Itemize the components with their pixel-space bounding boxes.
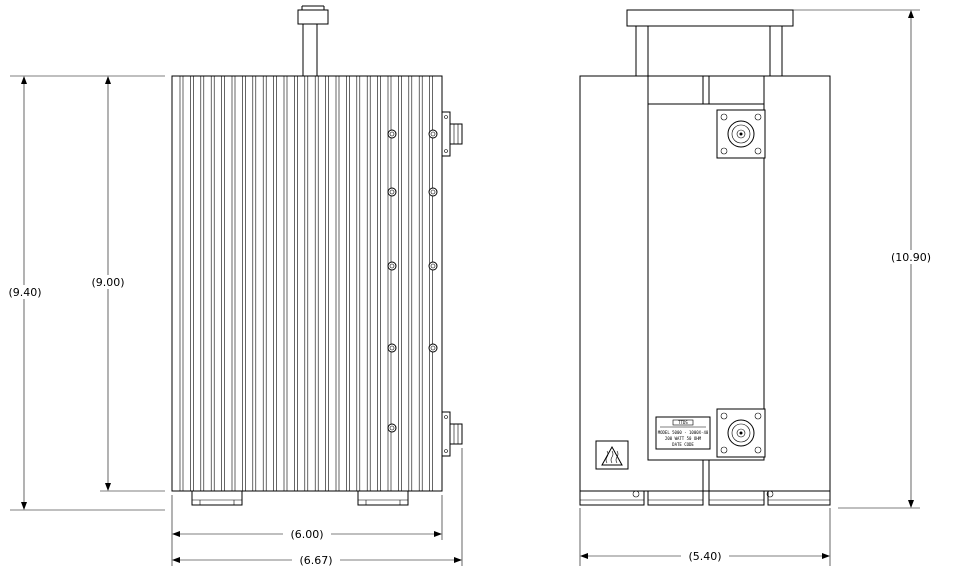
screw (387, 423, 397, 433)
dim-label-5-40: (5.40) (688, 550, 721, 563)
screw-inner (389, 131, 395, 137)
screw-inner (389, 425, 395, 431)
dim-side-width-overall: (6.67) (172, 448, 463, 567)
dim-label-9-40: (9.40) (8, 286, 41, 299)
front-view: TTDS MODEL 5000 - 1000X-40 200 WATT 50 O… (579, 9, 937, 566)
cooling-fins (179, 76, 433, 491)
side-screws (387, 129, 438, 433)
front-connector-top (716, 109, 766, 159)
screw (428, 261, 438, 271)
screw-inner (389, 345, 395, 351)
side-handle-stem (302, 23, 318, 77)
side-connector-top (441, 111, 463, 157)
dim-label-9-00: (9.00) (91, 276, 124, 289)
screw-inner (430, 189, 436, 195)
side-top-handle (297, 9, 329, 25)
front-center-panel (647, 103, 765, 461)
dim-side-width-body: (6.00) (171, 495, 443, 566)
side-view: (9.40) (9.00) (6.00) ( (4, 5, 463, 567)
dim-side-height-overall: (9.40) (4, 75, 165, 511)
screw (387, 129, 397, 139)
dim-front-height: (10.90) (793, 9, 937, 509)
dim-side-height-body: (9.00) (84, 76, 165, 492)
label-plate-line3: DATE CODE (672, 442, 694, 447)
hot-surface-warning-icon (595, 440, 629, 470)
dim-front-width: (5.40) (579, 508, 831, 566)
label-plate-line1: MODEL 5000 - 1000X-40 (658, 430, 709, 435)
dim-label-10-90: (10.90) (891, 251, 931, 264)
screw (387, 261, 397, 271)
screw-inner (389, 263, 395, 269)
front-top-handle (626, 9, 794, 27)
side-feet (191, 490, 409, 506)
screw (428, 343, 438, 353)
screw-inner (430, 263, 436, 269)
screw-inner (430, 345, 436, 351)
screw (387, 187, 397, 197)
side-connector-bottom (441, 411, 463, 457)
screw (428, 187, 438, 197)
front-connector-bottom (716, 408, 766, 458)
screw-inner (430, 131, 436, 137)
label-plate-logo: TTDS (678, 420, 688, 425)
front-feet (579, 490, 831, 506)
label-plate-line2: 200 WATT 50 OHM (665, 436, 702, 441)
dim-label-6-00: (6.00) (290, 528, 323, 541)
screw (387, 343, 397, 353)
dim-label-6-67: (6.67) (299, 554, 332, 567)
label-plate: TTDS MODEL 5000 - 1000X-40 200 WATT 50 O… (655, 416, 711, 450)
screw-inner (389, 189, 395, 195)
screw (428, 129, 438, 139)
side-body (171, 75, 443, 492)
